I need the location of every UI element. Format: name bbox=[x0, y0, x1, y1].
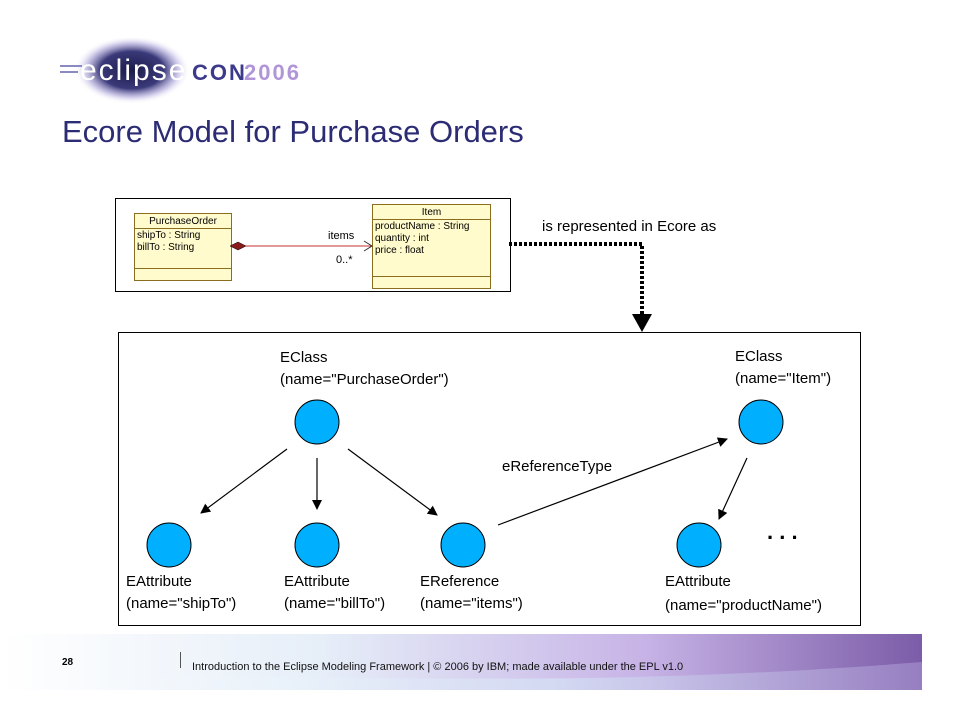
eattribute-billto-node bbox=[294, 522, 340, 568]
reference-type-label: eReferenceType bbox=[502, 458, 613, 475]
ecore-edges bbox=[146, 399, 784, 568]
svg-text:2006: 2006 bbox=[244, 60, 301, 85]
purchaseorder-class: PurchaseOrder shipTo : String billTo : S… bbox=[134, 213, 232, 281]
class-attribute: quantity : int bbox=[375, 233, 429, 244]
footer-band bbox=[0, 634, 922, 690]
eclipsecon-logo: eclipse CON 2006 bbox=[60, 38, 301, 104]
item-class: Item productName : String quantity : int… bbox=[372, 204, 491, 289]
eattribute-billto-label: EAttribute (name="billTo") bbox=[284, 573, 386, 612]
footer-text: Introduction to the Eclipse Modeling Fra… bbox=[192, 661, 684, 673]
eattribute-shipto-label: EAttribute (name="shipTo") bbox=[126, 573, 237, 612]
class-attribute: shipTo : String bbox=[137, 230, 201, 241]
ecore-diagram: EClass (name="PurchaseOrder") EClass (na… bbox=[118, 332, 861, 626]
eattribute-productname-node bbox=[676, 522, 722, 568]
eclass-item-label: EClass (name="Item") bbox=[735, 348, 832, 387]
association-line bbox=[229, 240, 373, 252]
eclass-purchaseorder-label: EClass (name="PurchaseOrder") bbox=[280, 349, 449, 388]
class-name: PurchaseOrder bbox=[135, 214, 231, 229]
class-name: Item bbox=[373, 205, 490, 220]
svg-text:eclipse: eclipse bbox=[80, 54, 187, 87]
edge-po-to-shipto bbox=[200, 448, 288, 514]
class-attribute: billTo : String bbox=[137, 242, 195, 253]
eclass-item-node bbox=[738, 399, 784, 445]
edge-po-to-items bbox=[347, 448, 438, 516]
ereference-items-node bbox=[440, 522, 486, 568]
ellipsis: . . . bbox=[767, 519, 798, 544]
slide-title: Ecore Model for Purchase Orders bbox=[62, 114, 524, 149]
eattribute-shipto-node bbox=[146, 522, 192, 568]
class-attribute: price : float bbox=[375, 245, 424, 256]
page-number: 28 bbox=[62, 657, 74, 668]
eclass-purchaseorder-node bbox=[294, 399, 340, 445]
mapping-label: is represented in Ecore as bbox=[542, 218, 717, 235]
edge-item-to-productname bbox=[718, 457, 748, 520]
eattribute-productname-label: EAttribute (name="productName") bbox=[665, 573, 822, 614]
association-role: items bbox=[328, 230, 355, 242]
svg-text:CON: CON bbox=[192, 60, 247, 85]
ereference-items-label: EReference (name="items") bbox=[420, 573, 523, 612]
mapping-arrow bbox=[509, 242, 652, 332]
uml-class-diagram: PurchaseOrder shipTo : String billTo : S… bbox=[115, 198, 511, 292]
class-attribute: productName : String bbox=[375, 221, 470, 232]
association-multiplicity: 0..* bbox=[336, 254, 353, 266]
edge-items-to-item bbox=[497, 437, 728, 526]
footer-separator bbox=[180, 652, 181, 668]
